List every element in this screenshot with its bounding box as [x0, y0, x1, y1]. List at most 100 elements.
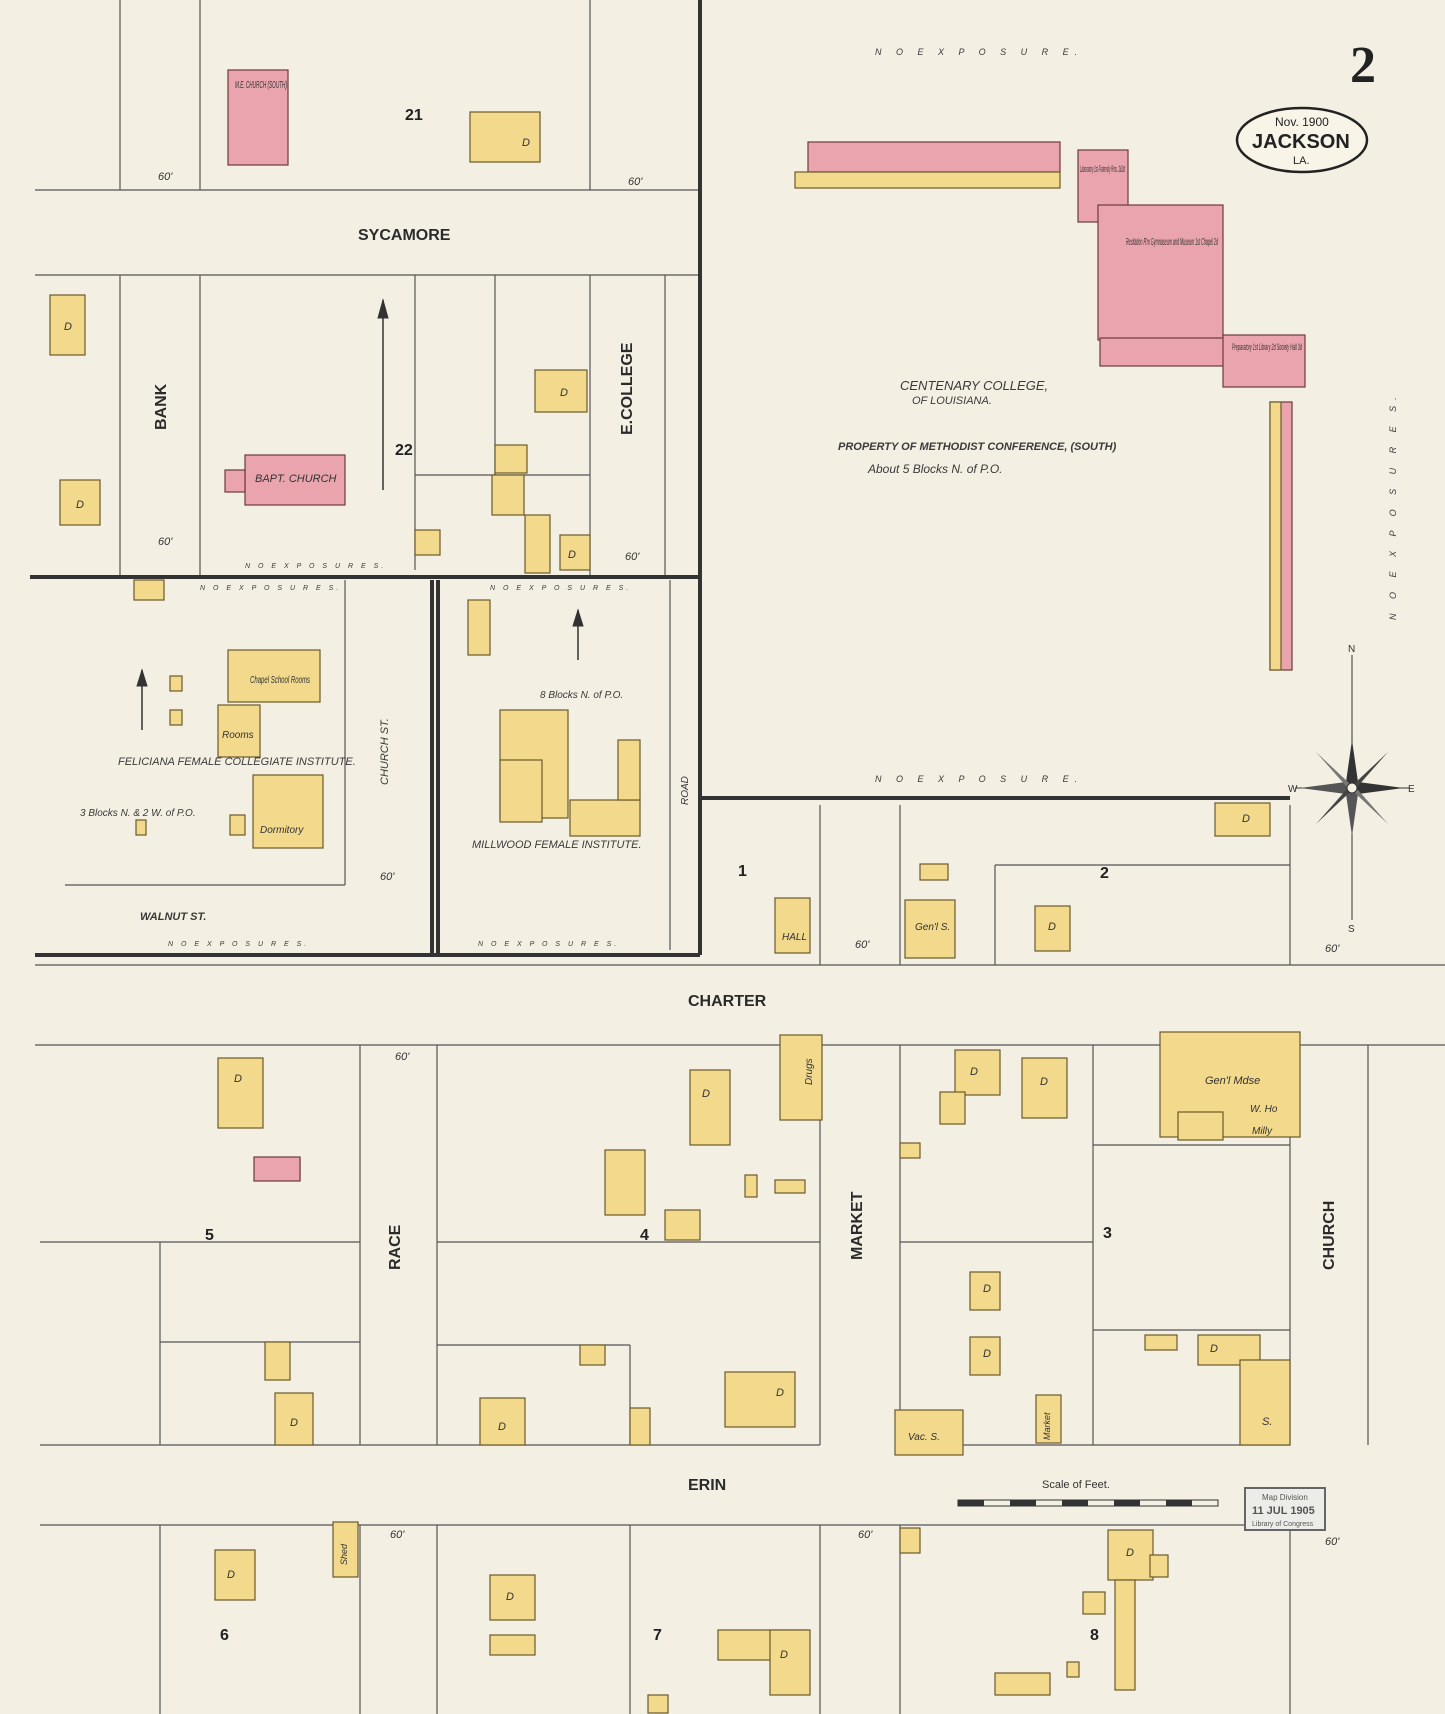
compass-rose: N S E W: [1288, 644, 1415, 935]
block-number-3: 3: [1103, 1225, 1112, 1242]
chapel-label: Chapel School Rooms: [250, 675, 310, 686]
block-number-4: 4: [640, 1227, 649, 1244]
no-exposures-feliciana: N O E X P O S U R E S.: [200, 585, 341, 592]
feliciana-distance: 3 Blocks N. & 2 W. of P.O.: [80, 808, 196, 819]
svg-text:D: D: [780, 1649, 788, 1661]
cartouche-date: Nov. 1900: [1275, 115, 1329, 129]
svg-text:60': 60': [858, 1529, 873, 1541]
svg-text:11 JUL 1905: 11 JUL 1905: [1252, 1505, 1315, 1517]
block-number-22: 22: [395, 442, 413, 459]
street-road: ROAD: [680, 776, 691, 805]
street-erin: ERIN: [688, 1477, 726, 1494]
me-church-building: [227, 69, 289, 166]
svg-text:W: W: [1288, 784, 1298, 795]
street-walnut: WALNUT ST.: [140, 911, 206, 923]
svg-text:60': 60': [855, 939, 870, 951]
bapt-church-label: BAPT. CHURCH: [255, 473, 337, 485]
block-number-8: 8: [1090, 1627, 1099, 1644]
street-church-st: CHURCH ST.: [379, 718, 391, 785]
vac-s-label: Vac. S.: [908, 1432, 940, 1443]
svg-text:D: D: [76, 499, 84, 511]
dwellings: [49, 111, 1301, 1714]
svg-text:60': 60': [1325, 943, 1340, 955]
block-number-2: 2: [1100, 865, 1109, 882]
street-race: RACE: [387, 1224, 404, 1270]
svg-text:Library of Congress: Library of Congress: [1252, 1521, 1314, 1528]
svg-text:D: D: [776, 1387, 784, 1399]
svg-text:D: D: [64, 321, 72, 333]
preparatory-label: Preparatory 1st Library 2d Society Hall …: [1232, 342, 1302, 352]
svg-text:D: D: [1210, 1343, 1218, 1355]
svg-text:E: E: [1408, 784, 1415, 795]
feliciana-buildings: Chapel School Rooms Rooms Dormitory: [133, 579, 324, 849]
sheet-number: 2: [1350, 37, 1376, 94]
no-exposures-bapt: N O E X P O S U R E S.: [245, 563, 386, 570]
brick-outbuilding: [253, 1156, 301, 1182]
svg-text:Map Division: Map Division: [1262, 1493, 1308, 1502]
svg-text:60': 60': [395, 1051, 410, 1063]
svg-text:D: D: [498, 1421, 506, 1433]
millwood-buildings: [467, 599, 641, 837]
s-label: S.: [1262, 1416, 1272, 1428]
svg-text:S: S: [1348, 924, 1355, 935]
block-number-1: 1: [738, 863, 747, 880]
library-stamp: Map Division 11 JUL 1905 Library of Cong…: [1244, 1487, 1326, 1531]
dormitory-label: Dormitory: [260, 825, 304, 836]
street-charter: CHARTER: [688, 993, 767, 1010]
street-e-college: E.COLLEGE: [619, 342, 636, 435]
svg-text:N: N: [1348, 644, 1355, 655]
svg-text:D: D: [970, 1066, 978, 1078]
block-number-7: 7: [653, 1627, 662, 1644]
svg-text:D: D: [1048, 921, 1056, 933]
college-name: CENTENARY COLLEGE,: [900, 378, 1048, 393]
street-church: CHURCH: [1321, 1201, 1338, 1270]
college-owner: PROPERTY OF METHODIST CONFERENCE, (SOUTH…: [838, 441, 1117, 453]
gen-mdse-label: Gen'l Mdse: [1205, 1075, 1260, 1087]
recitation-label: Recitation R'm Gymnaseum and Museum 1st …: [1126, 237, 1218, 248]
svg-text:D: D: [1040, 1076, 1048, 1088]
street-sycamore: SYCAMORE: [358, 227, 451, 244]
svg-text:D: D: [506, 1591, 514, 1603]
laboratory-label: Laboratory 1st Fraternity Rms. 2&3d: [1080, 164, 1125, 174]
svg-text:D: D: [568, 549, 576, 561]
svg-text:D: D: [983, 1283, 991, 1295]
market-building-label: Market: [1042, 1412, 1052, 1440]
w-ho-label: W. Ho: [1250, 1104, 1278, 1115]
no-exposures-millwood-bottom: N O E X P O S U R E S.: [478, 941, 619, 948]
block-number-21: 21: [405, 107, 423, 124]
street-width-markers: 60' 60' 60' 60' 60' 60' 60' 60' 60' 60' …: [158, 171, 1340, 1548]
feliciana-name: FELICIANA FEMALE COLLEGIATE INSTITUTE.: [118, 756, 356, 768]
no-exposures-walnut: N O E X P O S U R E S.: [168, 941, 309, 948]
svg-text:Scale of Feet.: Scale of Feet.: [1042, 1479, 1110, 1491]
no-exposure-mid: N O E X P O S U R E.: [875, 774, 1083, 784]
cartouche-town: JACKSON: [1252, 131, 1350, 153]
svg-text:D: D: [702, 1088, 710, 1100]
milly-label: Milly: [1252, 1126, 1273, 1137]
no-exposure-top: N O E X P O S U R E.: [875, 47, 1083, 57]
scale-of-feet: Scale of Feet.: [957, 1479, 1219, 1507]
north-arrow-small: [136, 298, 584, 730]
cartouche-state: LA.: [1293, 155, 1310, 167]
street-market: MARKET: [849, 1191, 866, 1260]
block-number-6: 6: [220, 1627, 229, 1644]
drugs-label: Drugs: [804, 1058, 815, 1085]
college-distance: About 5 Blocks N. of P.O.: [867, 462, 1003, 476]
millwood-distance: 8 Blocks N. of P.O.: [540, 690, 623, 701]
svg-text:60': 60': [628, 176, 643, 188]
title-cartouche: Nov. 1900 JACKSON LA.: [1235, 106, 1369, 174]
svg-text:D: D: [983, 1348, 991, 1360]
svg-text:60': 60': [625, 551, 640, 563]
centenary-college-buildings: Laboratory 1st Fraternity Rms. 2&3d Reci…: [794, 141, 1306, 671]
svg-text:D: D: [290, 1417, 298, 1429]
svg-text:60': 60': [390, 1529, 405, 1541]
millwood-name: MILLWOOD FEMALE INSTITUTE.: [472, 839, 642, 851]
svg-text:D: D: [522, 137, 530, 149]
street-bank: BANK: [153, 383, 170, 430]
rooms-label: Rooms: [222, 730, 254, 741]
svg-text:D: D: [1242, 813, 1250, 825]
svg-text:60': 60': [158, 536, 173, 548]
svg-text:D: D: [560, 387, 568, 399]
block-number-5: 5: [205, 1227, 214, 1244]
